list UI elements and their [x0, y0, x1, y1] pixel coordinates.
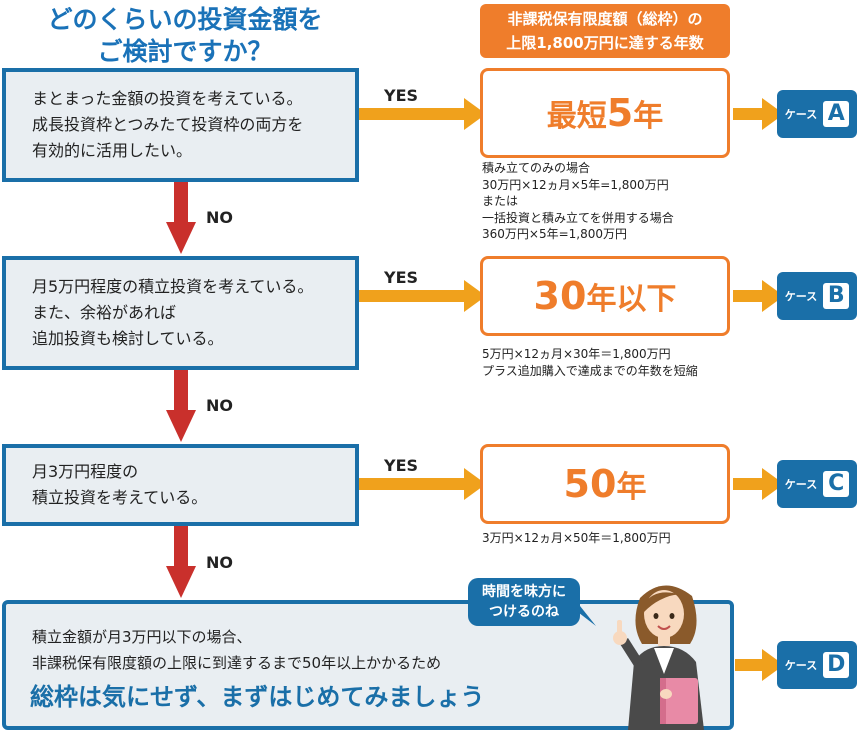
no-arrow-1 [166, 182, 196, 254]
result-c-suffix: 年 [616, 470, 647, 505]
yes-arrow-2 [359, 280, 486, 312]
question-3-line-2: 積立投資を考えている。 [32, 488, 208, 507]
question-box-2: 月5万円程度の積立投資を考えている。 また、余裕があれば 追加投資も検討している… [2, 256, 359, 370]
question-2-line-1: 月5万円程度の積立投資を考えている。 [32, 277, 314, 296]
header-line-2: 上限1,800万円に達する年数 [506, 34, 704, 52]
yes-label-2: YES [384, 268, 419, 287]
question-1-line-1: まとまった金額の投資を考えている。 [32, 89, 303, 108]
result-a-prefix: 最短 [546, 99, 607, 134]
question-1-line-3: 有効的に活用したい。 [32, 141, 193, 160]
note-a-line-5: 360万円×5年=1,800万円 [482, 227, 628, 241]
question-box-3: 月3万円程度の 積立投資を考えている。 [2, 444, 359, 526]
title-line-2: ご検討ですか？ [97, 37, 273, 66]
header-line-1: 非課税保有限度額（総枠）の [507, 10, 703, 28]
no-arrow-2 [166, 370, 196, 442]
question-2-line-3: 追加投資も検討している。 [32, 329, 224, 348]
yes-arrow-1 [359, 98, 486, 130]
case-d-label: ケース [784, 659, 818, 672]
case-badge-b: ケース B [777, 272, 857, 320]
page-title: どのくらいの投資金額を ご検討ですか？ [0, 4, 370, 68]
no-arrow-3 [166, 526, 196, 598]
case-arrow-b [733, 280, 784, 312]
woman-illustration [613, 585, 704, 730]
case-arrow-d [735, 649, 784, 681]
final-line-2: 非課税保有限度額の上限に到達するまで50年以上かかるため [32, 654, 442, 672]
note-a-line-1: 積み立てのみの場合 [482, 161, 591, 175]
yes-label-1: YES [384, 86, 419, 105]
question-2-line-2: また、余裕があれば [32, 303, 177, 322]
case-b-label: ケース [784, 290, 818, 303]
yes-label-3: YES [384, 456, 419, 475]
final-emphasis: 総枠は気にせず、まずはじめてみましょう [30, 683, 485, 711]
note-a-line-2: 30万円×12ヵ月×5年=1,800万円 [482, 177, 669, 192]
note-b-line-1: 5万円×12ヵ月×30年＝1,800万円 [482, 347, 671, 361]
result-b-number: 30 [533, 274, 587, 318]
title-line-1: どのくらいの投資金額を [47, 5, 323, 34]
case-a-letter: A [823, 101, 850, 127]
note-c-line-1: 3万円×12ヵ月×50年＝1,800万円 [482, 531, 671, 545]
result-c-number: 50 [563, 462, 617, 506]
case-d-letter: D [823, 652, 850, 678]
years-header-badge: 非課税保有限度額（総枠）の 上限1,800万円に達する年数 [480, 4, 730, 58]
case-c-letter: C [823, 471, 850, 497]
result-b-suffix: 年以下 [586, 282, 677, 317]
note-a-line-4: 一括投資と積み立てを併用する場合 [482, 210, 674, 225]
note-a-line-3: または [482, 194, 519, 208]
note-b: 5万円×12ヵ月×30年＝1,800万円 プラス追加購入で達成までの年数を短縮 [482, 346, 698, 379]
case-arrow-c [733, 468, 784, 500]
case-c-label: ケース [784, 478, 818, 491]
bubble-line-2: つけるのね [489, 604, 559, 620]
no-label-3: NO [206, 553, 233, 572]
case-badge-c: ケース C [777, 460, 857, 508]
final-line-1: 積立金額が月3万円以下の場合、 [32, 628, 252, 646]
case-badge-d: ケース D [777, 641, 857, 689]
result-a-number: 5 [606, 91, 634, 135]
case-b-letter: B [823, 283, 850, 309]
case-a-label: ケース [784, 108, 818, 121]
result-a-suffix: 年 [633, 99, 664, 134]
question-box-1: まとまった金額の投資を考えている。 成長投資枠とつみたて投資枠の両方を 有効的に… [2, 68, 359, 182]
no-label-1: NO [206, 208, 233, 227]
yes-arrow-3 [359, 468, 486, 500]
no-label-2: NO [206, 396, 233, 415]
question-3-line-1: 月3万円程度の [32, 462, 139, 481]
speech-bubble: 時間を味方に つけるのね [468, 578, 580, 626]
speech-bubble-tail [570, 606, 596, 626]
bubble-line-1: 時間を味方に [482, 584, 566, 600]
case-badge-a: ケース A [777, 90, 857, 138]
note-b-line-2: プラス追加購入で達成までの年数を短縮 [482, 363, 698, 378]
note-a: 積み立てのみの場合 30万円×12ヵ月×5年=1,800万円 または 一括投資と… [482, 160, 674, 243]
case-arrow-a [733, 98, 784, 130]
question-1-line-2: 成長投資枠とつみたて投資枠の両方を [32, 115, 304, 134]
note-c: 3万円×12ヵ月×50年＝1,800万円 [482, 530, 671, 547]
final-box: 積立金額が月3万円以下の場合、 非課税保有限度額の上限に到達するまで50年以上か… [2, 600, 734, 730]
